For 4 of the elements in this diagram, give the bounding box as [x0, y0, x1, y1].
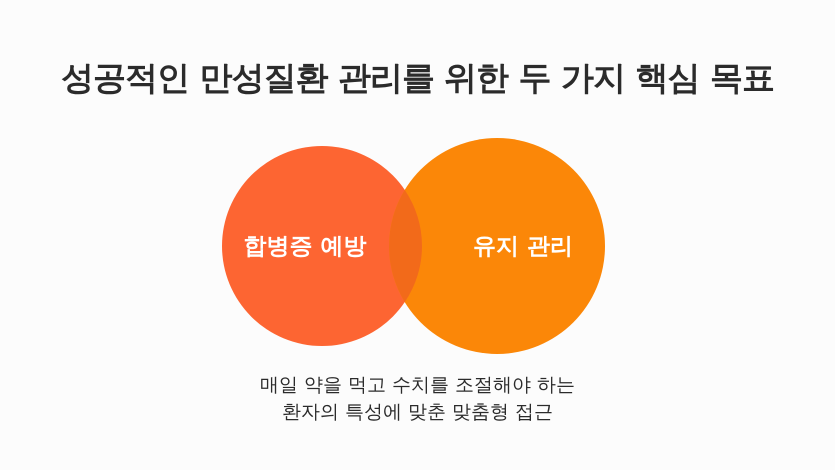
title: 성공적인 만성질환 관리를 위한 두 가지 핵심 목표: [60, 57, 774, 99]
caption: 매일 약을 먹고 수치를 조절해야 하는 환자의 특성에 맞춘 맞춤형 접근: [258, 373, 576, 425]
circle-label: 합병증 예방: [244, 230, 366, 262]
circle-label: 유지 관리: [473, 230, 573, 262]
